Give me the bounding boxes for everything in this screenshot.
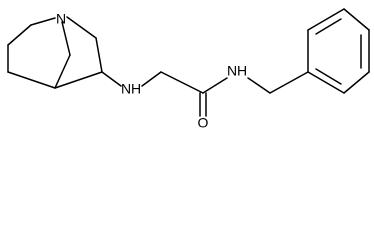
quinuclidine-ring <box>7 16 103 89</box>
bond <box>343 8 370 31</box>
amide-group <box>199 77 228 117</box>
ring-nitrogen-label: N <box>56 11 66 27</box>
bond <box>61 21 71 56</box>
amine-linker <box>101 71 204 94</box>
benzyl-group <box>247 8 370 94</box>
bond <box>269 71 309 94</box>
bond <box>247 77 271 94</box>
bond <box>54 71 103 89</box>
bond <box>160 71 204 94</box>
bond <box>30 17 56 26</box>
bond <box>307 71 345 94</box>
bond <box>66 16 97 39</box>
bond <box>95 37 103 73</box>
bond <box>54 54 71 89</box>
amide-hydrogen-label: H <box>237 63 247 79</box>
bond <box>101 71 122 87</box>
bond <box>202 77 228 94</box>
chemical-structure: N N H N H O <box>7 8 370 131</box>
amide-nitrogen-label: N <box>227 63 237 79</box>
amine-hydrogen-label: H <box>131 81 141 97</box>
bond <box>141 71 162 87</box>
bond <box>343 71 370 94</box>
bond <box>315 18 342 35</box>
bond <box>315 68 342 85</box>
bond <box>307 8 345 31</box>
bond <box>7 24 32 46</box>
carbonyl-oxygen-label: O <box>198 115 209 131</box>
bond <box>7 71 56 89</box>
amine-nitrogen-label: N <box>121 81 131 97</box>
